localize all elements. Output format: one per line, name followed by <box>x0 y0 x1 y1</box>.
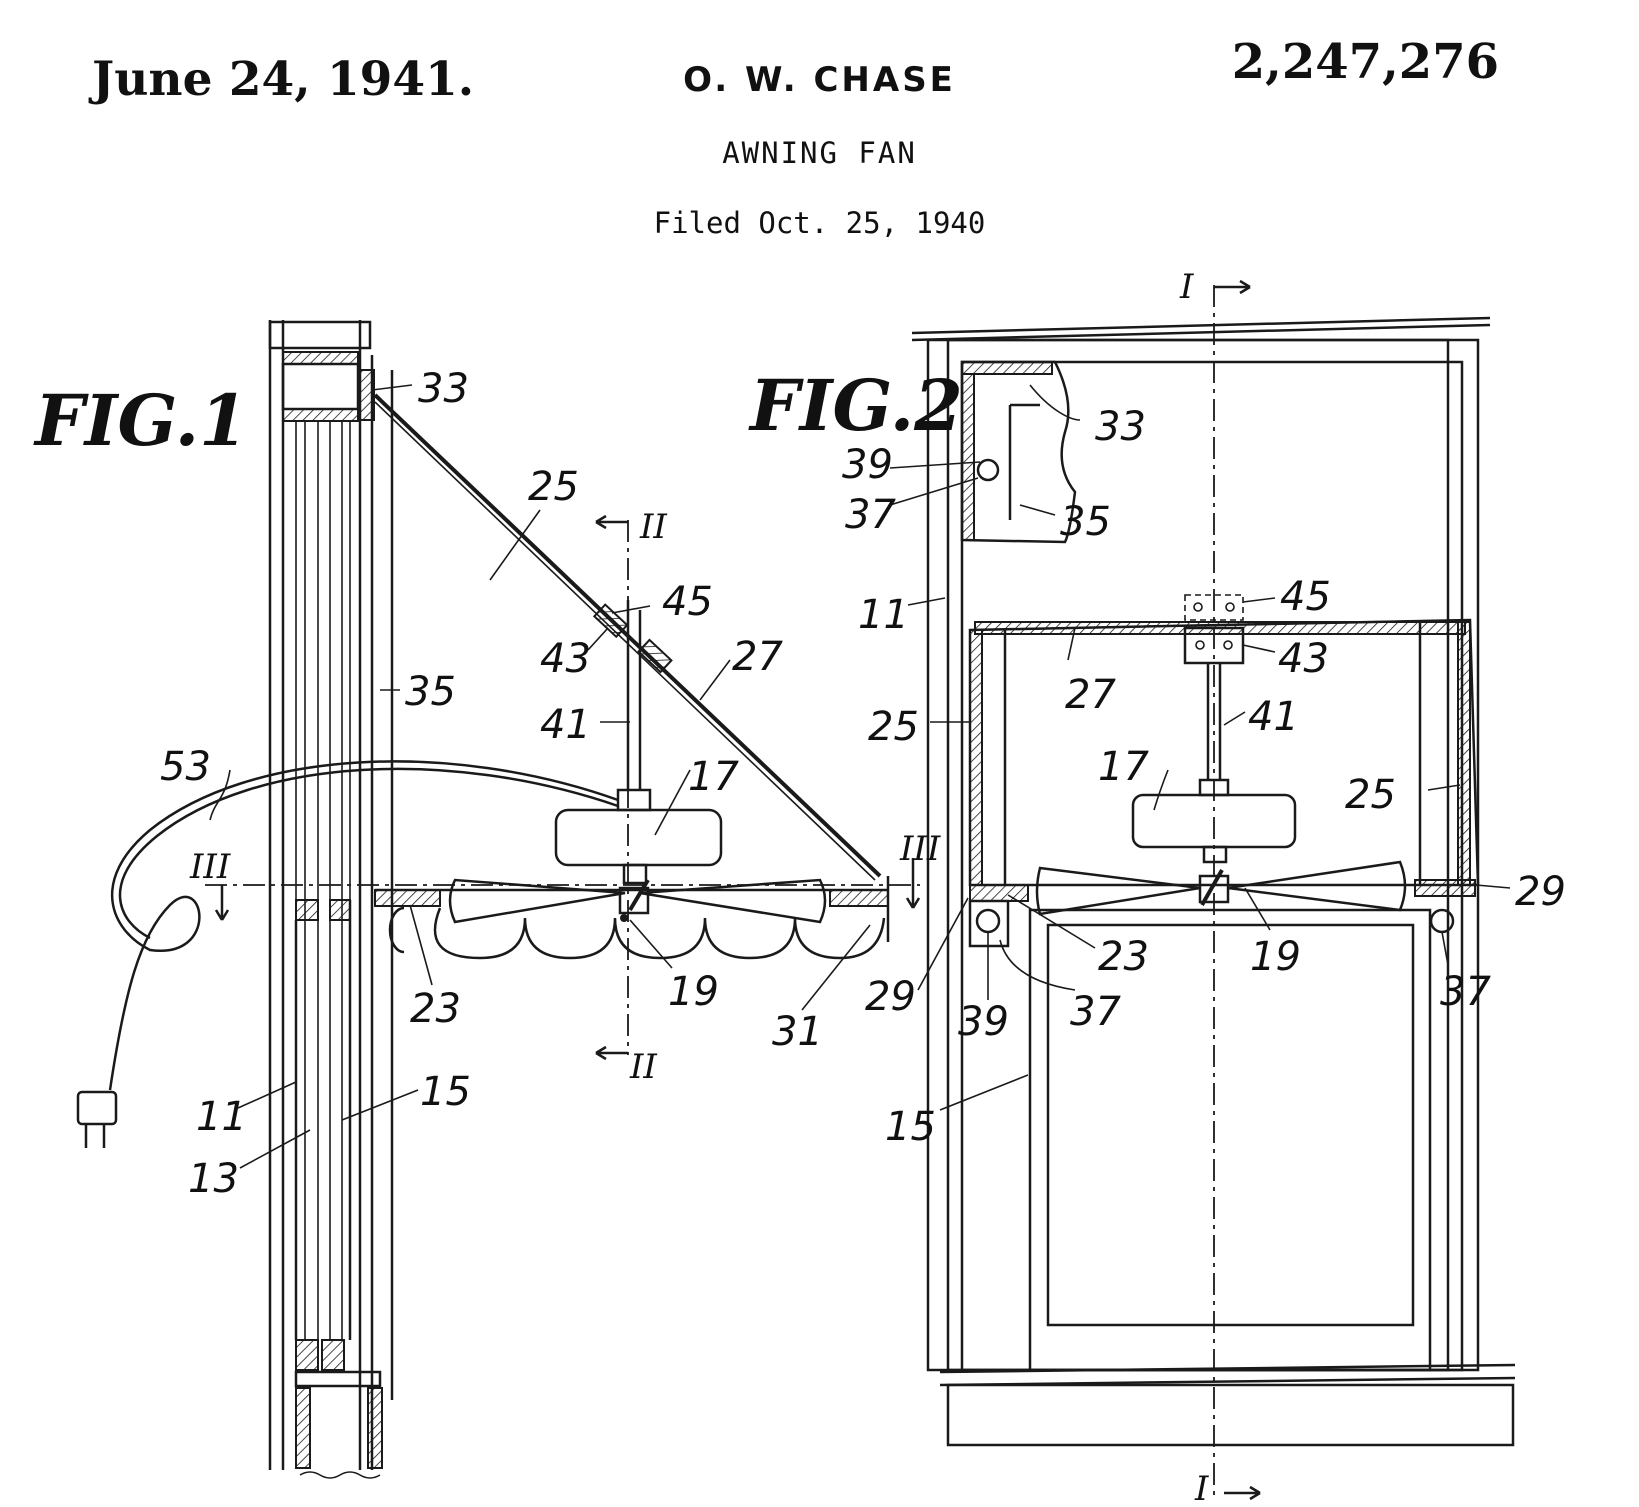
fig2-drawing <box>889 279 1516 1501</box>
patent-title: AWNING FAN <box>722 136 917 170</box>
ref-25-fig2-right: 25 <box>1345 772 1396 818</box>
ref-35-fig2: 35 <box>1060 499 1111 545</box>
ref-33-fig1: 33 <box>418 366 469 412</box>
patent-date: June 24, 1941. <box>92 52 475 107</box>
ref-19-fig2: 19 <box>1250 934 1301 980</box>
ref-31-fig1: 31 <box>772 1009 823 1055</box>
ref-29-fig2-right: 29 <box>1515 869 1566 915</box>
fig2-label: FIG.2 <box>748 364 963 447</box>
ref-19-fig1: 19 <box>668 969 719 1015</box>
ref-27-fig1: 27 <box>732 634 783 680</box>
ref-35-fig1: 35 <box>405 669 456 715</box>
ref-33-fig2: 33 <box>1095 404 1146 450</box>
ref-11-fig1: 11 <box>196 1094 247 1140</box>
filing-date: Filed Oct. 25, 1940 <box>653 206 986 240</box>
inventor-name: O. W. CHASE <box>683 60 956 100</box>
ref-17-fig1: 17 <box>688 754 739 800</box>
ref-15-fig2: 15 <box>885 1104 936 1150</box>
section-marker-ii-top: II <box>639 507 667 547</box>
ref-39-fig2-top: 39 <box>842 442 893 488</box>
ref-27-fig2: 27 <box>1065 672 1116 718</box>
ref-43-fig2: 43 <box>1278 636 1329 682</box>
patent-number: 2,247,276 <box>1231 34 1499 90</box>
ref-43-fig1: 43 <box>540 636 591 682</box>
ref-25-fig2-left: 25 <box>868 704 919 750</box>
section-marker-ii-bottom: II <box>629 1047 657 1087</box>
fig1-label: FIG.1 <box>33 379 248 462</box>
ref-39-fig2-bottom: 39 <box>958 999 1009 1045</box>
ref-11-fig2: 11 <box>858 592 909 638</box>
section-marker-i-top: I <box>1179 267 1194 307</box>
ref-17-fig2: 17 <box>1098 744 1149 790</box>
section-marker-iii-right: III <box>899 829 941 869</box>
ref-23-fig1: 23 <box>410 986 461 1032</box>
ref-53-fig1: 53 <box>160 744 211 790</box>
section-marker-i-bottom: I <box>1194 1469 1209 1507</box>
ref-45-fig1: 45 <box>662 579 713 625</box>
fig1-drawing <box>76 320 921 1479</box>
section-marker-iii-left: III <box>189 847 231 887</box>
ref-37-fig2-right: 37 <box>1440 969 1491 1015</box>
ref-15-fig1: 15 <box>420 1069 471 1115</box>
ref-23-fig2: 23 <box>1098 934 1149 980</box>
ref-37-fig2-top: 37 <box>845 492 896 538</box>
ref-29-fig2-left: 29 <box>865 974 916 1020</box>
ref-25-fig1: 25 <box>528 464 579 510</box>
ref-13-fig1: 13 <box>188 1156 239 1202</box>
ref-41-fig2: 41 <box>1248 694 1299 740</box>
ref-45-fig2: 45 <box>1280 574 1331 620</box>
ref-41-fig1: 41 <box>540 702 591 748</box>
ref-37-fig2-bottom: 37 <box>1070 989 1121 1035</box>
